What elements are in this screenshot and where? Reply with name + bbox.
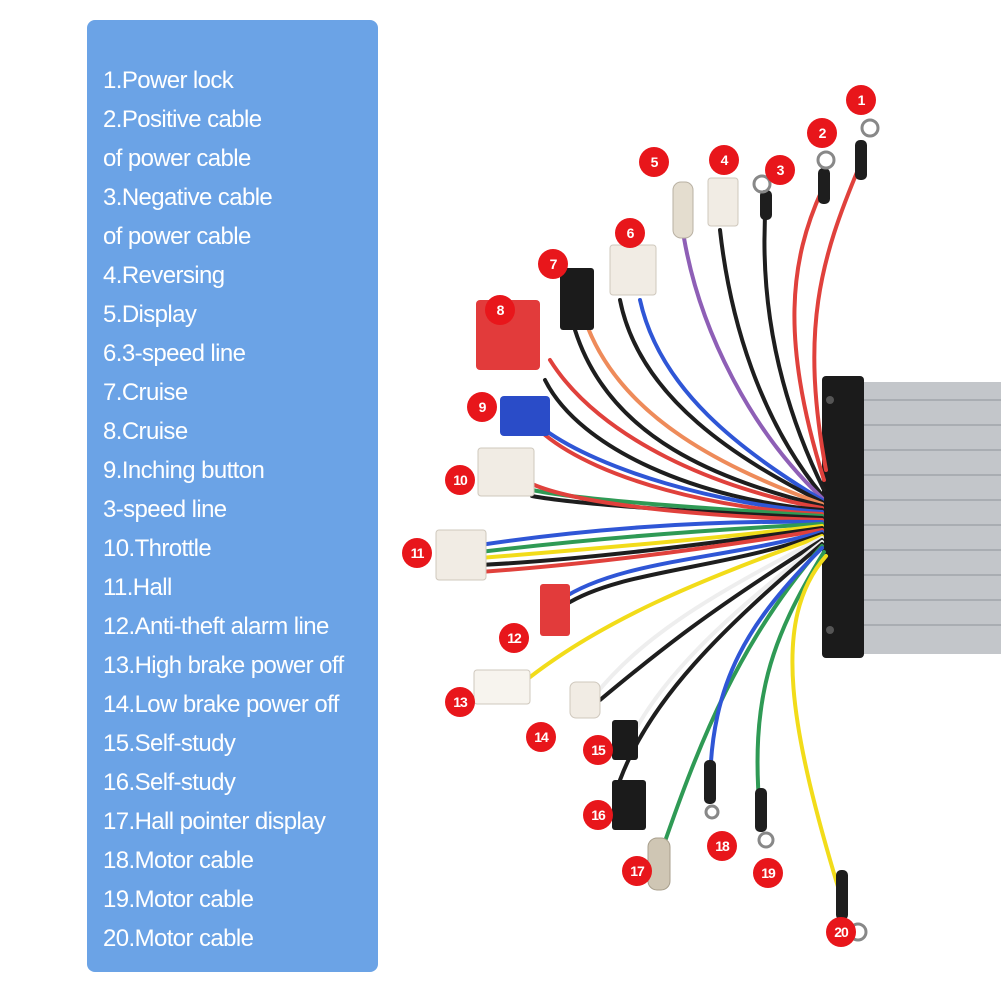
legend-panel: 1.Power lock 2.Positive cable of power c… <box>87 20 378 972</box>
callouts: 1 2 3 4 5 6 7 8 9 10 11 12 13 14 15 16 1… <box>402 85 876 947</box>
callout-marker: 13 <box>445 687 475 717</box>
connector-icon <box>435 529 487 581</box>
svg-text:8: 8 <box>497 302 505 318</box>
ring-terminal-icon <box>704 760 720 820</box>
callout-marker: 6 <box>615 218 645 248</box>
callout-marker: 1 <box>846 85 876 115</box>
legend-item: 4.Reversing <box>103 262 225 289</box>
callout-marker: 19 <box>753 858 783 888</box>
connector-icon <box>500 396 550 436</box>
callout-marker: 5 <box>639 147 669 177</box>
legend-item: 18.Motor cable <box>103 847 254 874</box>
connector-icon <box>569 681 601 719</box>
callout-marker: 17 <box>622 856 652 886</box>
legend-item: of power cable <box>103 223 251 250</box>
callout-marker: 14 <box>526 722 556 752</box>
callout-marker: 20 <box>826 917 856 947</box>
legend-item: 10.Throttle <box>103 535 212 562</box>
callout-marker: 2 <box>807 118 837 148</box>
ring-terminal-icon <box>855 118 880 180</box>
svg-text:12: 12 <box>507 630 522 646</box>
legend-item: 5.Display <box>103 301 197 328</box>
legend-item: 20.Motor cable <box>103 925 254 952</box>
svg-text:17: 17 <box>630 863 645 879</box>
connector-icon <box>672 181 694 239</box>
callout-marker: 9 <box>467 392 497 422</box>
legend-item: 17.Hall pointer display <box>103 808 326 835</box>
legend-item: 2.Positive cable <box>103 106 262 133</box>
svg-text:1: 1 <box>858 92 866 108</box>
callout-marker: 12 <box>499 623 529 653</box>
connector-icon <box>612 780 646 830</box>
callout-marker: 7 <box>538 249 568 279</box>
legend-item: 1.Power lock <box>103 67 234 94</box>
connector-icon <box>612 720 638 760</box>
legend-item: 6.3-speed line <box>103 340 246 367</box>
svg-text:4: 4 <box>721 152 729 168</box>
svg-text:6: 6 <box>627 225 635 241</box>
svg-text:5: 5 <box>651 154 659 170</box>
legend-list: 1.Power lock 2.Positive cable of power c… <box>103 61 378 958</box>
connector-icon <box>473 669 531 705</box>
wiring-diagram: 1 2 3 4 5 6 7 8 9 10 11 12 13 14 15 16 1… <box>402 85 1001 947</box>
callout-marker: 15 <box>583 735 613 765</box>
callout-marker: 10 <box>445 465 475 495</box>
legend-item: 19.Motor cable <box>103 886 254 913</box>
svg-text:13: 13 <box>453 694 468 710</box>
svg-text:20: 20 <box>834 924 849 940</box>
legend-item: 13.High brake power off <box>103 652 344 679</box>
connector-icon <box>540 584 570 636</box>
legend-item: 8.Cruise <box>103 418 188 445</box>
ring-terminal-icon <box>816 150 836 204</box>
legend-item: 11.Hall <box>103 574 172 601</box>
svg-text:7: 7 <box>550 256 558 272</box>
legend-item: 14.Low brake power off <box>103 691 339 718</box>
svg-text:3: 3 <box>777 162 785 178</box>
legend-item: of power cable <box>103 145 251 172</box>
ring-terminal-icon <box>752 174 772 220</box>
connector-icon <box>707 177 739 227</box>
connector-icon <box>560 268 594 330</box>
ring-terminal-icon <box>755 788 775 849</box>
svg-text:19: 19 <box>761 865 776 881</box>
wire-bundle <box>478 163 862 902</box>
svg-text:14: 14 <box>534 729 549 745</box>
svg-text:2: 2 <box>819 125 827 141</box>
svg-text:15: 15 <box>591 742 606 758</box>
connector-icon <box>647 837 671 891</box>
legend-item: 15.Self-study <box>103 730 236 757</box>
callout-marker: 4 <box>709 145 739 175</box>
callout-marker: 8 <box>485 295 515 325</box>
svg-text:16: 16 <box>591 807 606 823</box>
legend-item: 12.Anti-theft alarm line <box>103 613 329 640</box>
callout-marker: 18 <box>707 831 737 861</box>
callout-marker: 3 <box>765 155 795 185</box>
callout-marker: 16 <box>583 800 613 830</box>
connector-icon <box>477 447 535 497</box>
controller-body <box>822 376 1001 658</box>
svg-text:10: 10 <box>453 472 468 488</box>
legend-item: 3-speed line <box>103 496 227 523</box>
connector-icon <box>609 244 657 296</box>
callout-marker: 11 <box>402 538 432 568</box>
legend-item: 7.Cruise <box>103 379 188 406</box>
legend-item: 9.Inching button <box>103 457 265 484</box>
legend-item: 3.Negative cable <box>103 184 273 211</box>
svg-text:11: 11 <box>411 545 425 561</box>
legend-item: 16.Self-study <box>103 769 236 796</box>
svg-text:18: 18 <box>715 838 730 854</box>
svg-text:9: 9 <box>479 399 487 415</box>
